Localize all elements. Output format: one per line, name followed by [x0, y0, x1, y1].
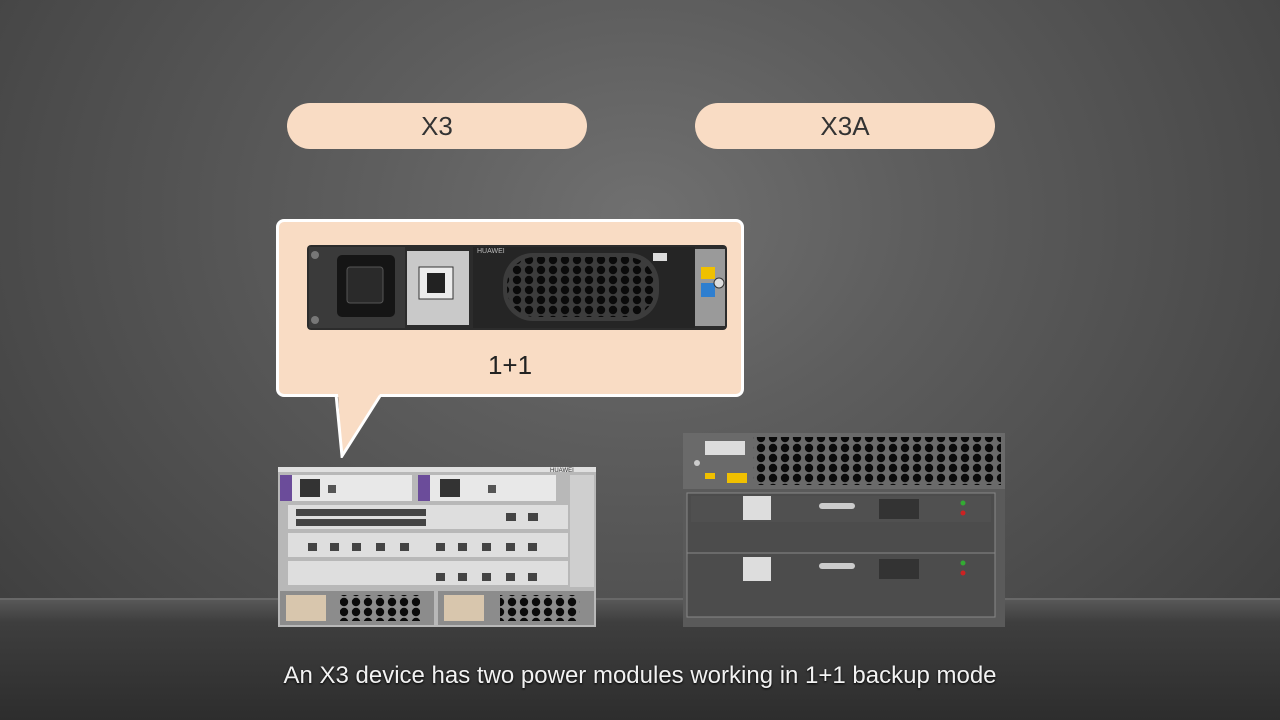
model-label-x3a: X3A [695, 103, 995, 149]
floor-horizon-line [0, 598, 1280, 600]
power-supply-module-image: HUAWEI [307, 245, 727, 330]
x3-brand-text: HUAWEI [550, 468, 574, 474]
x3-device-chassis: HUAWEI [278, 467, 596, 627]
subtitle-caption: An X3 device has two power modules worki… [283, 662, 997, 689]
psu-brand-text: HUAWEI [477, 248, 505, 255]
power-module-callout: HUAWEI 1+1 [276, 219, 744, 397]
callout-pointer [334, 394, 382, 458]
floor-reflection-area [0, 598, 1280, 720]
backup-mode-label: 1+1 [487, 350, 533, 380]
model-label-x3: X3 [287, 103, 587, 149]
x3a-device-chassis [683, 433, 1005, 627]
